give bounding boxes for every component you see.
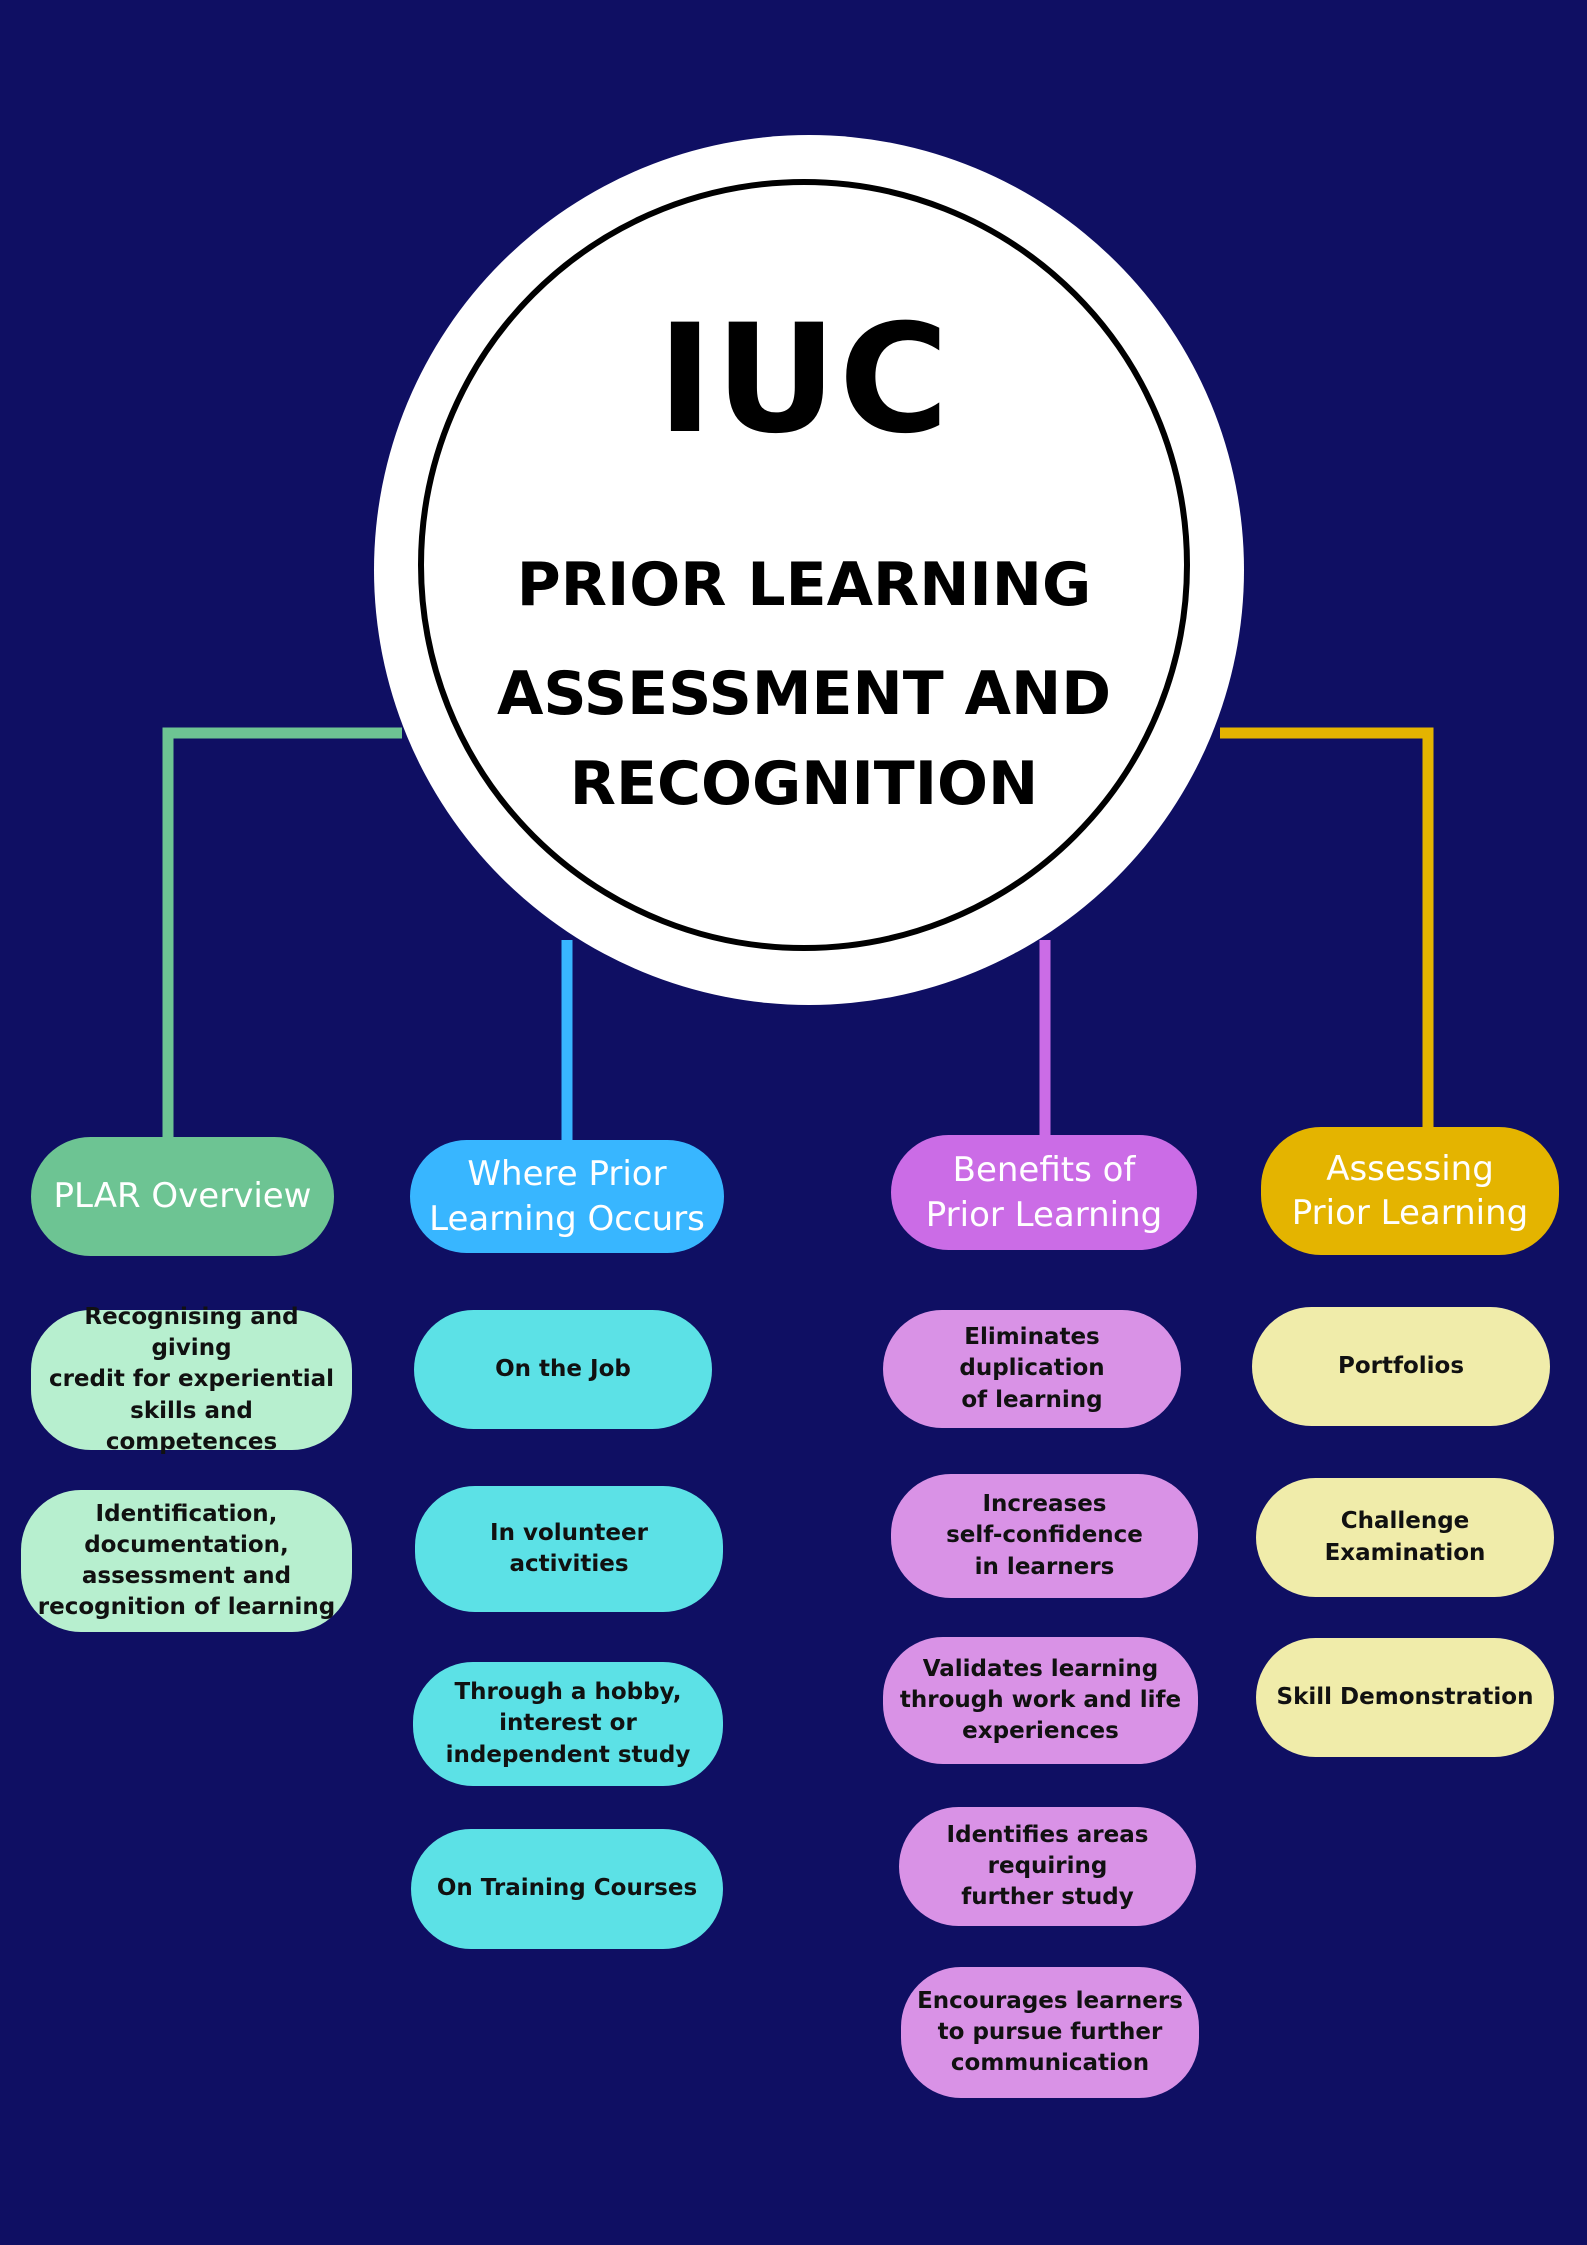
hub-title-line-1: PRIOR LEARNING — [516, 550, 1092, 620]
plar-item-2: Identification, documentation, assessmen… — [21, 1490, 352, 1632]
hub-brand: IUC — [657, 293, 951, 467]
benefits-item-3: Validates learning through work and life… — [883, 1637, 1198, 1764]
hub-title-line-3: RECOGNITION — [569, 749, 1039, 819]
branch-heading-plar-overview: PLAR Overview — [31, 1137, 334, 1256]
where-item-2: In volunteer activities — [415, 1486, 723, 1612]
benefits-item-4: Identifies areas requiring further study — [899, 1807, 1196, 1926]
benefits-item-1: Eliminates duplication of learning — [883, 1310, 1181, 1428]
hub-title-line-2: ASSESSMENT AND — [496, 659, 1112, 729]
where-item-1: On the Job — [414, 1310, 712, 1429]
assessing-item-3: Skill Demonstration — [1256, 1638, 1554, 1757]
benefits-item-5: Encourages learners to pursue further co… — [901, 1967, 1199, 2098]
central-hub: IUC PRIOR LEARNING ASSESSMENT AND RECOGN… — [374, 135, 1244, 1005]
where-item-3: Through a hobby, interest or independent… — [413, 1662, 723, 1786]
benefits-item-2: Increases self-confidence in learners — [891, 1474, 1198, 1598]
connector-plar-overview — [162, 727, 402, 1140]
plar-item-1: Recognising and giving credit for experi… — [31, 1304, 352, 1455]
branch-heading-benefits: Benefits of Prior Learning — [891, 1135, 1197, 1250]
assessing-item-2: Challenge Examination — [1256, 1478, 1554, 1597]
where-item-4: On Training Courses — [411, 1829, 723, 1949]
branch-heading-assessing: Assessing Prior Learning — [1261, 1127, 1559, 1255]
connector-assessing — [1220, 727, 1434, 1130]
branch-heading-where-prior-learning: Where Prior Learning Occurs — [410, 1140, 724, 1253]
assessing-item-1: Portfolios — [1252, 1307, 1550, 1426]
hub-inner-ring: IUC PRIOR LEARNING ASSESSMENT AND RECOGN… — [418, 179, 1190, 951]
